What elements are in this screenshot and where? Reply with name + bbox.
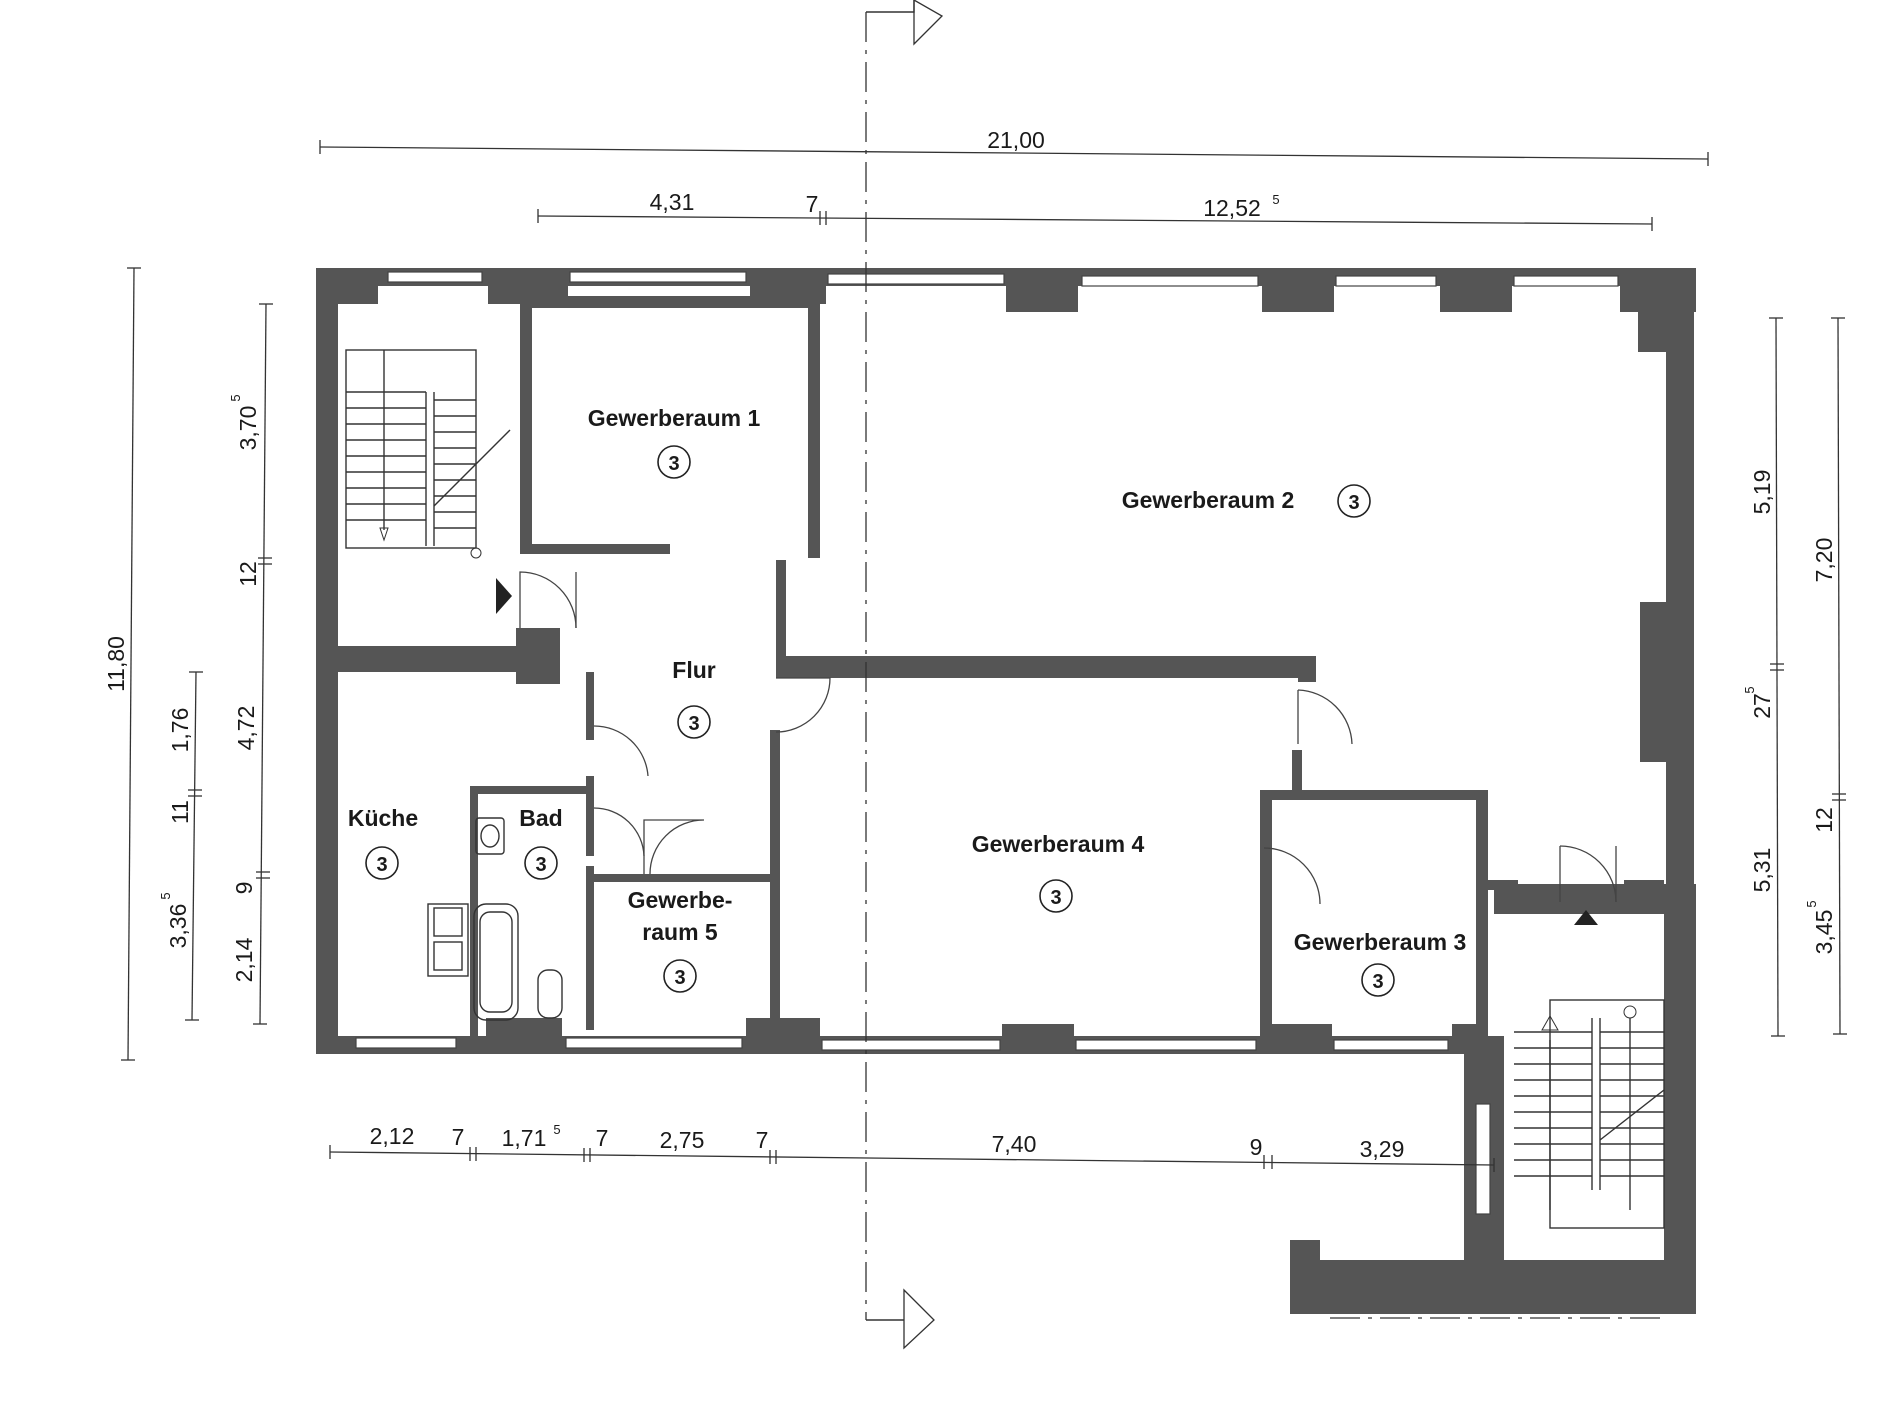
room-gewerberaum-5: Gewerbe- raum 5 3 [628, 887, 733, 993]
dimension-top-segments: 4,31 7 12,52 5 [537, 189, 1653, 231]
bathroom-fixtures [427, 817, 563, 1021]
staircase-top-left [345, 349, 512, 614]
dimension-label: 7 [452, 1124, 465, 1150]
room-gewerberaum-3: Gewerberaum 3 3 [1294, 929, 1467, 997]
dimension-label: 3,29 [1360, 1136, 1405, 1162]
section-line [865, 0, 1660, 1350]
room-flur: Flur 3 [672, 657, 716, 739]
dimension-top-total: 21,00 [319, 127, 1709, 166]
room-number: 3 [1050, 887, 1061, 909]
room-name: Gewerberaum 4 [972, 831, 1145, 857]
dimension-label: 7 [756, 1127, 769, 1153]
dimension-label: 5,19 [1749, 470, 1775, 515]
dimension-label: 3,70 [235, 406, 261, 451]
room-name: Bad [519, 805, 562, 831]
dimension-bottom-segments: 2,12 7 1,71 5 7 2,75 7 7,40 9 3,29 [329, 1122, 1495, 1172]
dimension-label: 1,76 [167, 708, 193, 753]
dimension-label: 3,45 [1811, 910, 1837, 955]
room-number: 3 [674, 967, 685, 989]
room-number: 3 [376, 854, 387, 876]
dimension-label: 7 [596, 1125, 609, 1151]
dimension-label: 9 [1250, 1134, 1263, 1160]
dimension-label: 27 [1749, 693, 1775, 719]
room-gewerberaum-2: Gewerberaum 2 3 [1122, 484, 1371, 518]
room-name: Gewerberaum 2 [1122, 487, 1295, 513]
room-number: 3 [668, 453, 679, 475]
room-name: Gewerberaum 3 [1294, 929, 1467, 955]
dimension-label: 12,52 [1203, 195, 1261, 221]
dimension-label: 7 [806, 191, 819, 217]
room-name: Gewerberaum 1 [588, 405, 761, 431]
bottom-windows [355, 1037, 1449, 1051]
dimension-label: 21,00 [987, 127, 1045, 153]
room-number: 3 [535, 854, 546, 876]
exterior-walls [316, 268, 1696, 1314]
room-name-line2: raum 5 [642, 919, 718, 945]
dimension-left-chain: 3,70 5 12 4,72 9 2,14 [228, 303, 273, 1025]
room-number: 3 [1372, 971, 1383, 993]
room-name: Küche [348, 805, 418, 831]
dimension-right-chain-2: 7,20 12 3,45 5 [1804, 317, 1847, 1035]
dimension-label: 4,31 [650, 189, 695, 215]
room-number: 3 [688, 713, 699, 735]
dimension-label: 9 [231, 882, 257, 895]
room-gewerberaum-1: Gewerberaum 1 3 [588, 405, 761, 479]
dimension-label: 7,40 [992, 1131, 1037, 1157]
room-kueche: Küche 3 [348, 805, 418, 880]
dimension-label: 5,31 [1749, 848, 1775, 893]
dimension-label: 4,72 [233, 706, 259, 751]
dimension-label: 2,12 [370, 1123, 415, 1149]
dimension-superscript: 5 [158, 892, 173, 899]
dimension-label: 1,71 [502, 1125, 547, 1151]
dimension-label: 12 [1811, 807, 1837, 833]
room-name: Flur [672, 657, 715, 683]
dimension-superscript: 5 [1272, 192, 1279, 207]
dimension-superscript: 5 [1804, 900, 1819, 907]
dimension-superscript: 5 [1742, 686, 1757, 693]
dimension-label: 12 [235, 561, 261, 587]
dimension-left-total: 11,80 [103, 267, 141, 1061]
room-number: 3 [1348, 492, 1359, 514]
room-gewerberaum-4: Gewerberaum 4 3 [972, 831, 1145, 913]
dimension-label: 7,20 [1811, 538, 1837, 583]
dimension-label: 11 [167, 800, 193, 824]
room-name-line1: Gewerbe- [628, 887, 733, 913]
dimension-label: 3,36 [165, 904, 191, 949]
dimension-right-chain: 5,19 27 5 5,31 [1742, 317, 1785, 1037]
room-bad: Bad 3 [519, 805, 563, 880]
dimension-left-chain-2: 1,76 11 3,36 5 [158, 671, 203, 1021]
dimension-label: 11,80 [103, 636, 129, 692]
doors [519, 571, 1617, 905]
dimension-label: 2,75 [660, 1127, 705, 1153]
bottom-wall-piers [486, 1018, 1484, 1054]
staircase-bottom-right [1475, 910, 1665, 1229]
dimension-superscript: 5 [228, 394, 243, 401]
interior-walls [316, 296, 1664, 1040]
top-windows [387, 271, 1619, 287]
dimension-superscript: 5 [553, 1122, 560, 1137]
dimension-label: 2,14 [231, 937, 257, 982]
